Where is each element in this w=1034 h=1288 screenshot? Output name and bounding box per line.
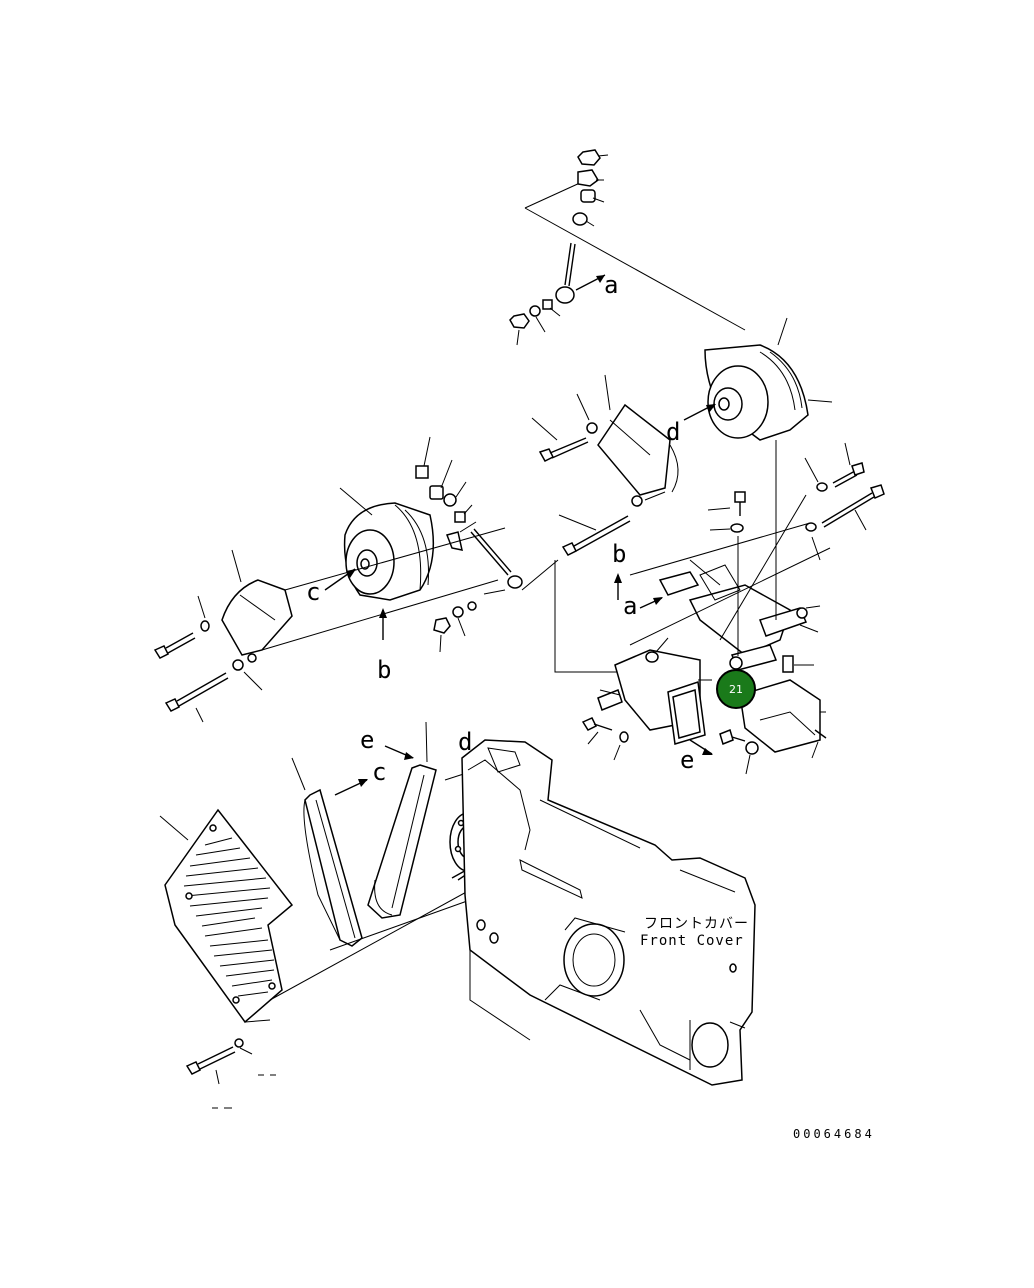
top-hardware-stack: a: [524, 149, 746, 331]
label-a-center: a: [623, 592, 637, 620]
label-e-right: e: [680, 746, 694, 774]
drawing-number: 00064684: [793, 1127, 875, 1141]
belts: c e d: [291, 721, 477, 947]
callout-21-label: 21: [729, 683, 743, 696]
alternator-left: c b: [306, 487, 435, 684]
alternator-right: d: [666, 317, 833, 446]
label-c-belt: c: [372, 758, 386, 786]
callout-21-badge[interactable]: 21: [716, 669, 756, 709]
rod-hardware: [509, 299, 561, 346]
front-cover-label-jp: フロントカバー: [644, 916, 749, 932]
front-cover-label-en: Front Cover: [640, 933, 744, 949]
bolt-bottom-left: [185, 1038, 276, 1109]
label-c-left: c: [306, 578, 320, 606]
label-b-center: b: [612, 540, 626, 568]
pulley-guard-right: [597, 374, 679, 496]
fan-guard-screen: [159, 808, 294, 1024]
label-e-left: e: [360, 726, 374, 754]
bolts-right: [804, 442, 885, 561]
label-a-upper: a: [604, 271, 618, 299]
bolts-upper-middle: [531, 393, 746, 556]
bracket-assembly: b a e: [581, 440, 831, 775]
bolts-left: [153, 595, 263, 723]
front-cover-casting: フロントカバー Front Cover: [461, 739, 756, 1086]
pulley-guard-left: [221, 549, 293, 656]
label-d-lower: d: [458, 728, 472, 756]
label-b-left: b: [377, 656, 391, 684]
left-alt-hardware: [415, 436, 523, 653]
